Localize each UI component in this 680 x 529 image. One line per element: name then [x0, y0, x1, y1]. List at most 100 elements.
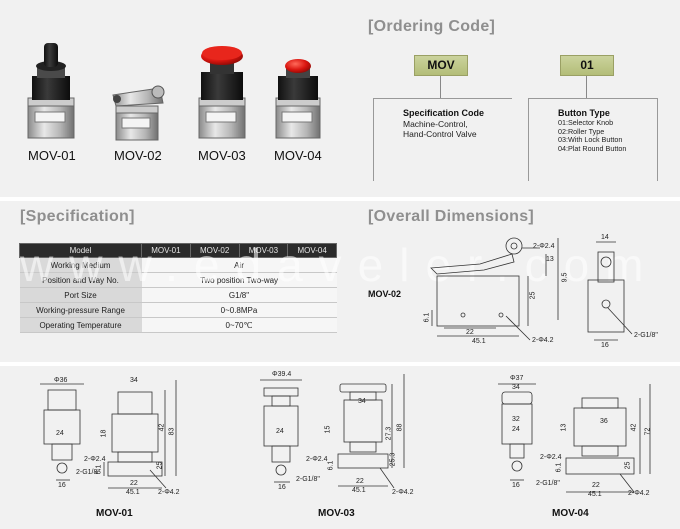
dim-label: 2-Φ2.4	[84, 456, 106, 463]
column-header: MOV-02	[189, 243, 240, 258]
connector-line	[586, 76, 587, 98]
button-type-item: 04:Plat Round Button	[558, 143, 627, 153]
product-label-mov03: MOV-03	[198, 148, 246, 163]
dim-label: 83	[168, 427, 176, 436]
row-value: Air	[141, 257, 337, 273]
dim-label: 2-Φ2.4	[540, 454, 562, 461]
dim-label: 45.1	[126, 489, 140, 496]
dim-label: 25.3	[389, 452, 397, 467]
row-label: Position and Way No.	[19, 272, 142, 288]
product-label-mov04: MOV-04	[274, 148, 322, 163]
column-header: MOV-03	[238, 243, 289, 258]
dim-label: 36	[600, 418, 608, 425]
button-type-title: Button Type	[558, 108, 610, 118]
dim-label: 24	[512, 426, 520, 433]
dim-label: 16	[58, 482, 66, 489]
table-header-row: Model MOV-01 MOV-02 MOV-03 MOV-04	[19, 243, 337, 258]
dim-label: 2-Φ4.2	[628, 490, 650, 497]
dim-label: 22	[356, 478, 364, 485]
connector-line	[440, 76, 441, 98]
button-type-item: 01:Selector Knob	[558, 118, 614, 127]
mov02-technical-drawing	[430, 237, 633, 341]
dim-label: 2-Φ4.2	[392, 489, 414, 496]
table-row: Position and Way No.Two position Two-way	[19, 272, 337, 288]
dim-label: 16	[601, 342, 609, 349]
dim-label: 2-G1/8"	[536, 480, 560, 487]
dim-label: 18	[100, 429, 108, 438]
code-box-01: 01	[560, 55, 614, 76]
drawing-label-mov01: MOV-01	[96, 508, 133, 519]
specification-heading: [Specification]	[20, 208, 135, 225]
product-illustrations	[27, 43, 321, 141]
dim-label: 88	[396, 423, 404, 432]
row-label: Operating Temperature	[19, 317, 142, 333]
spec-code-text: Machine-Control, Hand-Control Valve	[403, 119, 477, 139]
dim-label: 6.1	[555, 462, 563, 473]
row-label: Working Medium	[19, 257, 142, 273]
button-type-item: 03:With Lock Button	[558, 135, 623, 144]
dim-label: 45.1	[472, 338, 486, 345]
dim-label: Φ39.4	[272, 371, 292, 378]
dim-label: 2-G1/8"	[296, 476, 320, 483]
dim-label: 13	[560, 423, 568, 432]
dim-label: 45.1	[352, 487, 366, 494]
dim-label: 22	[466, 329, 474, 336]
valve-mov04-image	[275, 59, 321, 139]
dim-label: 32	[512, 416, 520, 423]
dim-label: 16	[278, 484, 286, 491]
dim-label: 2-G1/8"	[634, 332, 658, 339]
dim-label: 25	[156, 461, 164, 470]
dim-label: 16	[512, 482, 520, 489]
dim-label: 27.3	[385, 426, 393, 441]
spec-code-title: Specification Code	[403, 108, 485, 118]
dim-label: 2-Φ4.2	[532, 337, 554, 344]
dim-label: Φ36	[54, 377, 68, 384]
row-value: 0~70℃	[141, 317, 337, 333]
product-label-mov02: MOV-02	[114, 148, 162, 163]
dim-label: 24	[276, 428, 284, 435]
dim-label: 34	[358, 398, 366, 405]
dim-label: 2-G1/8"	[76, 469, 100, 476]
dim-label: 24	[56, 430, 64, 437]
code-box-mov: MOV	[414, 55, 468, 76]
dim-label: 22	[592, 482, 600, 489]
row-value: G1/8"	[141, 287, 337, 303]
dimensions-panel	[0, 366, 680, 529]
row-value: Two position Two-way	[141, 272, 337, 288]
dim-label: 2-Φ4.2	[158, 489, 180, 496]
product-label-mov01: MOV-01	[28, 148, 76, 163]
ordering-heading: [Ordering Code]	[368, 18, 496, 35]
column-header: MOV-04	[287, 243, 337, 258]
mov02-drawing-label: MOV-02	[368, 289, 402, 299]
dim-label: 2-Φ2.4	[306, 456, 328, 463]
dim-label: 45.1	[588, 491, 602, 498]
dim-label: 14	[601, 234, 609, 241]
row-label: Port Size	[19, 287, 142, 303]
valve-mov03-image	[198, 46, 246, 139]
dim-label: 22	[130, 480, 138, 487]
button-type-item: 02:Roller Type	[558, 126, 605, 136]
dim-label: 15	[324, 425, 332, 434]
dim-label: 72	[644, 427, 652, 436]
dim-label: 34	[512, 384, 520, 391]
dim-label: 6.1	[327, 460, 335, 471]
bracket	[373, 98, 512, 181]
dim-label: 2-Φ2.4	[533, 243, 555, 250]
drawing-label-mov04: MOV-04	[552, 508, 589, 519]
dim-label: 25	[624, 461, 632, 470]
specification-table: Model MOV-01 MOV-02 MOV-03 MOV-04 Workin…	[19, 243, 337, 333]
dim-label: 34	[130, 377, 138, 384]
valve-mov02-image	[112, 85, 165, 141]
column-header: Model	[19, 243, 142, 258]
dim-label: Φ37	[510, 375, 524, 382]
valve-mov01-image	[27, 43, 75, 139]
row-label: Working-pressure Range	[19, 302, 142, 318]
bracket	[528, 98, 658, 181]
drawing-label-mov03: MOV-03	[318, 508, 355, 519]
dim-label: 42	[630, 423, 638, 432]
